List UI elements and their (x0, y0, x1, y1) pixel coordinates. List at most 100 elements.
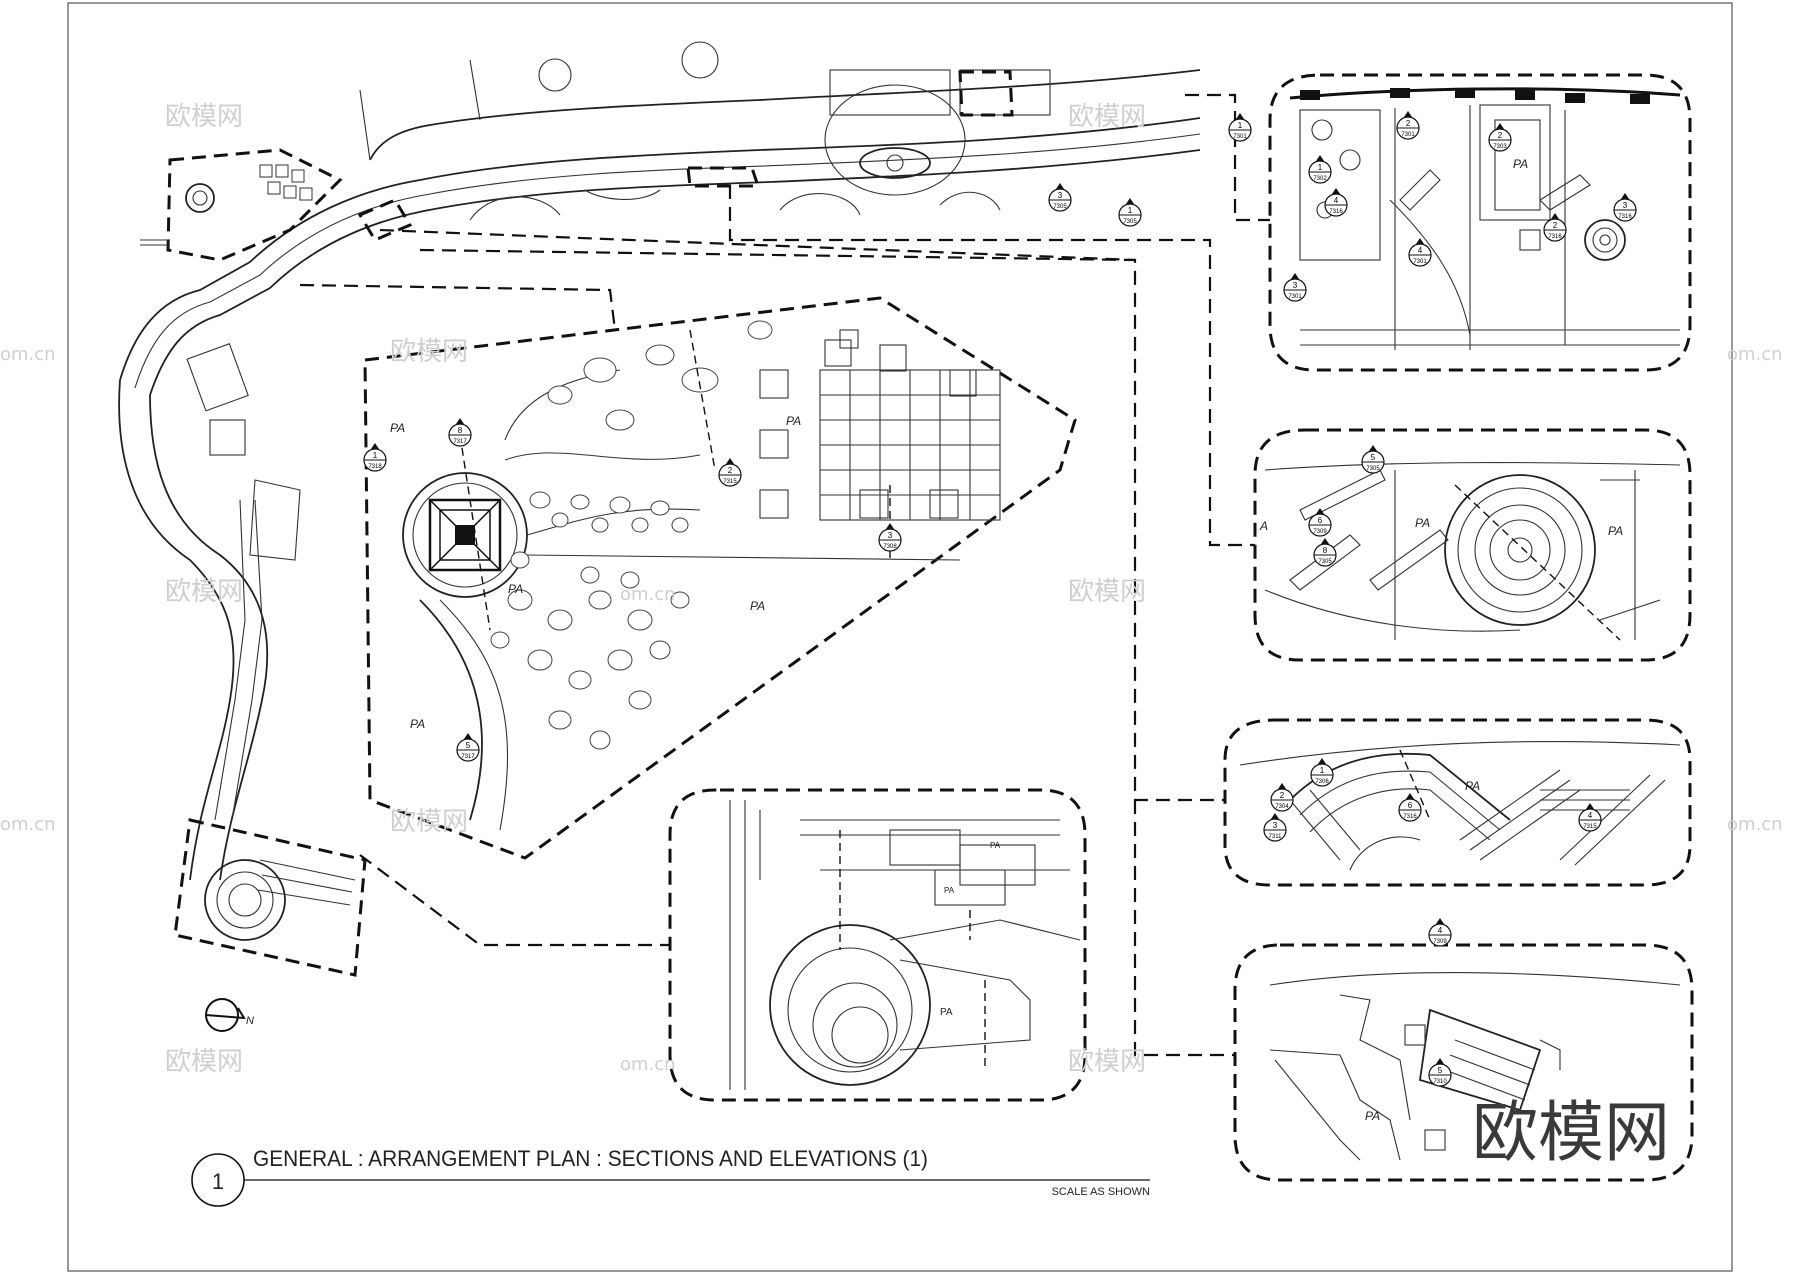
section-sheet-ref: 7301 (1401, 132, 1415, 138)
section-marker: 6 7316 (1398, 793, 1422, 822)
section-sheet-ref: 7305 (1053, 204, 1067, 210)
section-number: 2 (728, 466, 733, 475)
section-sheet-ref: 7301 (1413, 259, 1427, 265)
section-sheet-ref: 7311 (1269, 834, 1283, 840)
enlargement-right-1: PA (1268, 73, 1692, 372)
pa-label: PA (390, 421, 405, 435)
section-number: 3 (1293, 281, 1298, 290)
enlargement-right-2: PA PA A (1253, 428, 1692, 662)
drawing-title: GENERAL : ARRANGEMENT PLAN : SECTIONS AN… (253, 1146, 928, 1171)
section-number: 1 (373, 451, 378, 460)
north-label: N (246, 1015, 254, 1027)
watermark-text: 欧模网 (1068, 577, 1146, 607)
section-marker: 2 7301 (1396, 111, 1420, 140)
pa-label: PA (940, 1007, 953, 1018)
pa-label: PA (1513, 157, 1528, 171)
pa-label: PA (944, 886, 955, 895)
section-number: 3 (888, 531, 893, 540)
section-marker: 4 7315 (1578, 803, 1602, 832)
section-number: 4 (1438, 926, 1443, 935)
watermark-text: om.cn (1727, 814, 1783, 835)
section-marker: 2 7304 (1270, 783, 1294, 812)
section-sheet-ref: 7315 (723, 479, 737, 485)
pa-label: PA (1465, 779, 1480, 793)
section-number: 3 (1273, 821, 1278, 830)
section-number: 2 (1553, 221, 1558, 230)
section-sheet-ref: 7316 (1548, 234, 1562, 240)
section-number: 6 (1408, 801, 1413, 810)
park-enlargement: PA PA PA PA PA (363, 296, 1077, 860)
section-marker: 4 7301 (1408, 238, 1432, 267)
section-sheet-ref: 7317 (461, 754, 475, 760)
section-sheet-ref: 7301 (1288, 294, 1302, 300)
section-sheet-ref: 7305 (1318, 559, 1332, 565)
section-marker: 4 7309 (1428, 918, 1452, 947)
section-number: 4 (1588, 811, 1593, 820)
section-sheet-ref: 7305 (1123, 219, 1137, 225)
title-block: 1 GENERAL : ARRANGEMENT PLAN : SECTIONS … (191, 1146, 1150, 1207)
watermark-text: 欧模网 (390, 337, 468, 367)
watermark-text: om.cn (1727, 344, 1783, 365)
section-sheet-ref: 7304 (1275, 804, 1289, 810)
section-number: 8 (1323, 546, 1328, 555)
section-marker: 5 7317 (456, 733, 480, 762)
section-number: 3 (1623, 201, 1628, 210)
section-marker: 5 7310 (1428, 1058, 1452, 1087)
pa-label: PA (750, 599, 765, 613)
section-marker: 4 7316 (1324, 188, 1348, 217)
pa-label: PA (410, 717, 425, 731)
sheet-border (67, 2, 1733, 1272)
section-number: 1 (1128, 206, 1133, 215)
watermark-text: 欧模网 (165, 577, 243, 607)
section-number: 4 (1418, 246, 1423, 255)
section-number: 5 (1438, 1066, 1443, 1075)
pa-label: PA (990, 841, 1001, 850)
section-sheet-ref: 7305 (1366, 466, 1380, 472)
section-sheet-ref: 7315 (1583, 824, 1597, 830)
section-number: 8 (458, 426, 463, 435)
section-number: 1 (1318, 163, 1323, 172)
section-sheet-ref: 7310 (1433, 1079, 1447, 1085)
section-sheet-ref: 7316 (1403, 814, 1417, 820)
north-arrow: N (205, 998, 254, 1032)
section-sheet-ref: 7309 (1433, 939, 1447, 945)
enlargement-right-3: PA (1223, 718, 1692, 887)
watermark-text: 欧模网 (390, 807, 468, 837)
section-marker: 1 7305 (1118, 198, 1142, 227)
section-marker: 3 7301 (1283, 273, 1307, 302)
enlargement-right-4: PA (1233, 943, 1694, 1182)
section-sheet-ref: 7309 (1313, 529, 1327, 535)
pa-label: PA (508, 582, 523, 596)
watermark-text: om.cn (620, 1054, 676, 1075)
section-number: 2 (1280, 791, 1285, 800)
watermarks: 欧模网 欧模网 欧模网 欧模网 欧模网 欧模网 欧模网 欧模网 om.cn om… (0, 102, 1783, 1171)
section-marker: 3 7316 (1613, 193, 1637, 222)
leader-lines (299, 93, 1270, 1057)
section-number: 4 (1334, 196, 1339, 205)
section-sheet-ref: 7302 (1313, 176, 1327, 182)
pa-label: PA (1415, 516, 1430, 530)
watermark-text: 欧模网 (1068, 102, 1146, 132)
section-number: 5 (466, 741, 471, 750)
drawing-number: 1 (212, 1169, 224, 1194)
pa-label: PA (1608, 524, 1623, 538)
section-marker: 8 7305 (1313, 538, 1337, 567)
section-sheet-ref: 7316 (1329, 209, 1343, 215)
section-marker: 2 7316 (1543, 213, 1567, 242)
section-marker: 3 7311 (1263, 813, 1287, 842)
watermark-logo: 欧模网 (1472, 1094, 1670, 1171)
section-number: 6 (1318, 516, 1323, 525)
section-sheet-ref: 7316 (1618, 214, 1632, 220)
scale-note: SCALE AS SHOWN (1052, 1186, 1150, 1198)
enlargement-bottom-center: PA PA PA (668, 788, 1087, 1102)
section-number: 2 (1406, 119, 1411, 128)
section-sheet-ref: 7306 (1315, 779, 1329, 785)
